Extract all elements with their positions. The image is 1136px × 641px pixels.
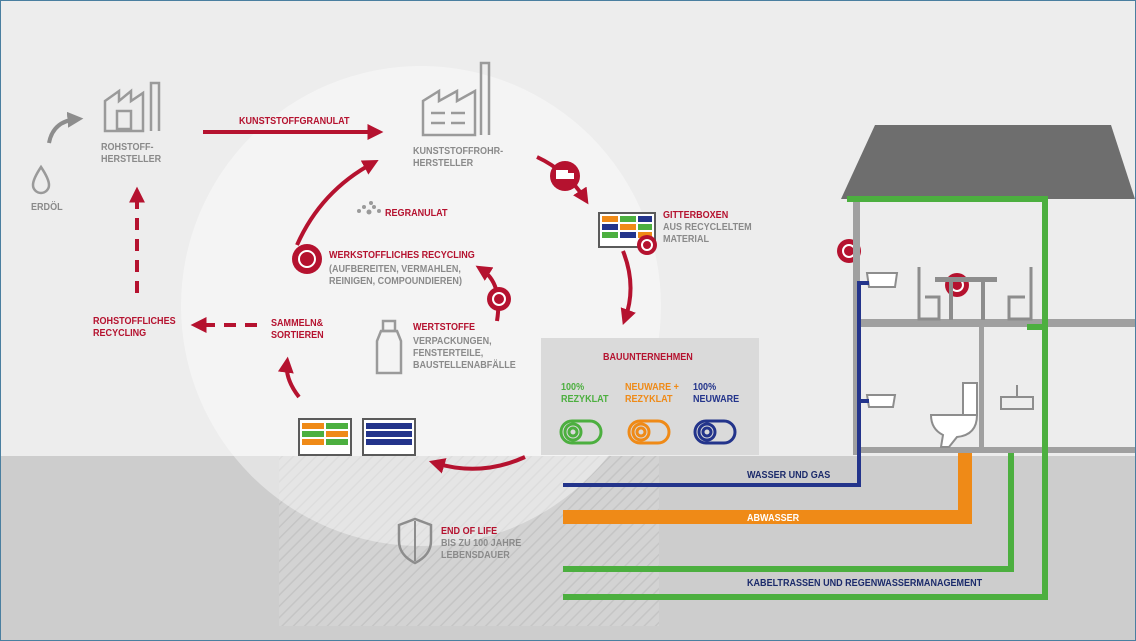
crate-icon	[298, 418, 352, 456]
factory-icon	[421, 61, 491, 137]
recycle-icon	[945, 273, 969, 297]
recycle-icon	[292, 244, 322, 274]
rezyklat-100-label: 100% REZYKLAT	[561, 381, 609, 405]
bottle-icon	[375, 319, 403, 375]
wasser-gas-label: WASSER UND GAS	[747, 469, 831, 481]
gitterboxen-title: GITTERBOXEN	[663, 209, 729, 221]
neuware-100-label: 100% NEUWARE	[693, 381, 740, 405]
rohstoff-hersteller-label: ROHSTOFF- HERSTELLER	[101, 141, 162, 165]
kunststoffrohr-hersteller-label: KUNSTSTOFFROHR- HERSTELLER	[413, 145, 504, 169]
pipe-icon	[627, 419, 671, 445]
recycle-icon	[487, 287, 511, 311]
navy-pipe	[563, 281, 869, 487]
rohstoffliches-label: ROHSTOFFLICHES RECYCLING	[93, 315, 176, 339]
werkstoffliches-title: WERKSTOFFLICHES RECYCLING	[329, 249, 475, 261]
arrow-up-werkstoff	[295, 159, 379, 246]
neuware-rezyklat-label: NEUWARE + REZYKLAT	[625, 381, 679, 405]
wertstoffe-title: WERTSTOFFE	[413, 321, 476, 333]
green-pipe	[563, 196, 1048, 600]
cycle-circle	[181, 66, 661, 546]
erdoel-label: ERDÖL	[31, 201, 63, 213]
sammeln-label: SAMMELN& SORTIEREN	[271, 317, 324, 341]
bauunternehmen-label: BAUUNTERNEHMEN	[603, 351, 693, 363]
oil-drop-icon	[31, 164, 51, 195]
green-pipe	[563, 453, 1014, 572]
abwasser-label: ABWASSER	[747, 512, 800, 524]
kabeltrassen-label: KABELTRASSEN UND REGENWASSERMANAGEMENT	[747, 577, 983, 589]
arrow-erdoel	[47, 111, 84, 144]
bauunternehmen-box	[541, 338, 759, 455]
granulate-icon	[357, 201, 381, 215]
arrow-up-sammeln	[277, 356, 301, 399]
arrow-to-bau	[620, 250, 636, 326]
crate-icon	[362, 418, 416, 456]
house-icon	[841, 125, 1135, 455]
gitterboxen-sub: AUS RECYCLELTEM MATERIAL	[663, 221, 752, 245]
orange-pipe	[563, 453, 972, 524]
shield-icon	[397, 517, 433, 565]
crate-icon	[598, 212, 657, 255]
pipe-icon	[559, 419, 603, 445]
end-of-life-sub: BIS ZU 100 JAHRE LEBENSDAUER	[441, 537, 522, 561]
end-of-life-title: END OF LIFE	[441, 525, 498, 537]
kunststoffgranulat-label: KUNSTSTOFFGRANULAT	[239, 115, 350, 127]
arrow-eol	[428, 455, 526, 474]
werkstoffliches-sub: (AUFBEREITEN, VERMAHLEN, REINIGEN, COMPO…	[329, 263, 462, 287]
factory-icon	[103, 81, 161, 133]
regranulat-label: REGRANULAT	[385, 207, 448, 219]
truck-icon	[550, 161, 580, 191]
wertstoffe-sub: VERPACKUNGEN, FENSTERTEILE, BAUSTELLENAB…	[413, 335, 516, 371]
pipe-icon	[693, 419, 737, 445]
